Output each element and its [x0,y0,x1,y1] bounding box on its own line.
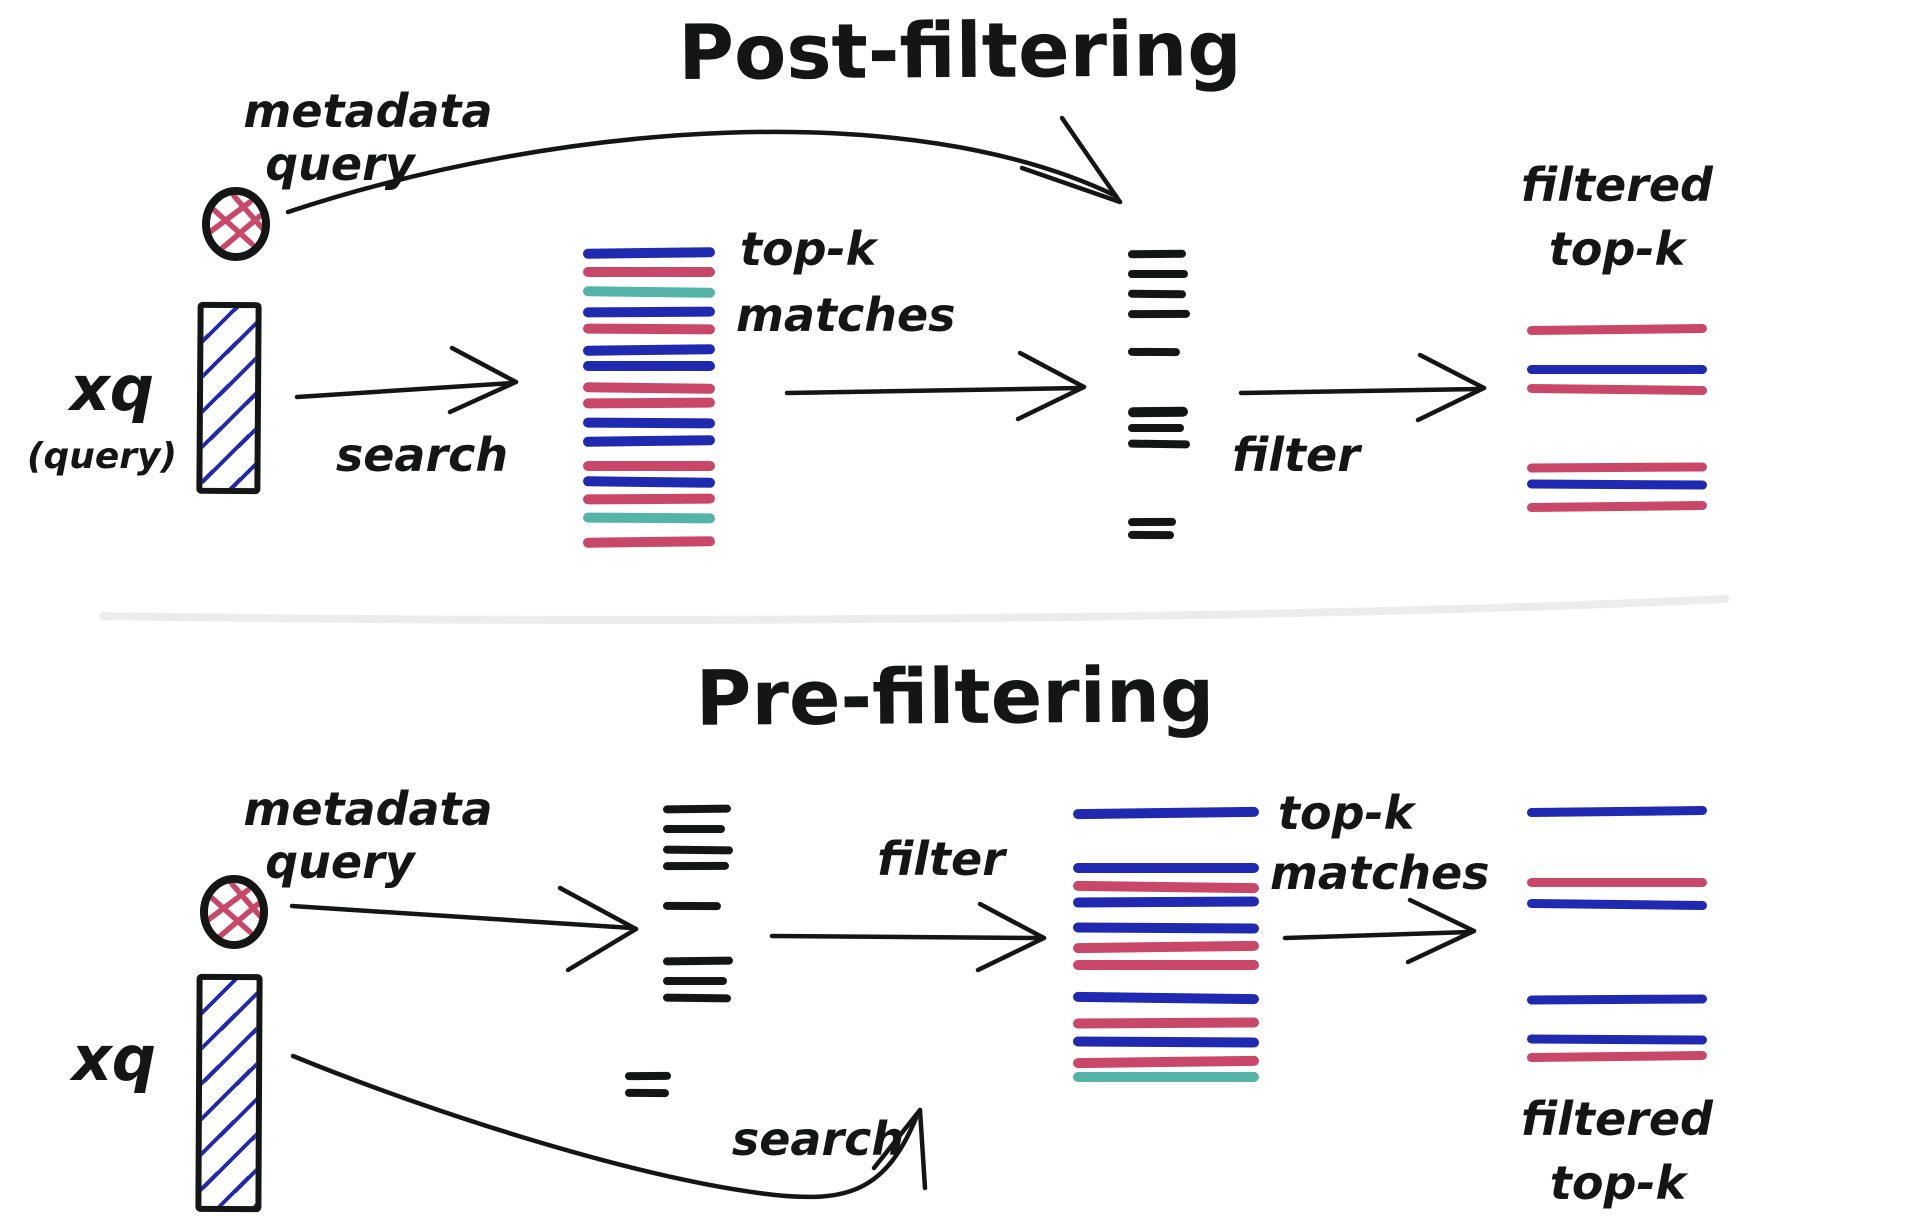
pre-topk-arrow [1282,897,1477,965]
post-topk-arrow [784,350,1087,422]
pre-topk-label-line2: matches [1270,846,1490,900]
post-filtered-label-line2: top-k [1548,222,1686,276]
pre-filtered-label-line2: top-k [1549,1156,1687,1210]
post-filter-arrow [1238,352,1487,423]
post-metadata-label-line1: metadata [243,84,493,138]
pre-filter-arrow [769,901,1047,973]
post-filter-label: filter [1232,428,1360,482]
pre-search-label: search [731,1112,905,1166]
post-metadata-arrow [285,115,1123,215]
pre-title: Pre-filtering [695,650,1215,743]
post-search-label: search [335,428,509,482]
post-query-vector [196,301,262,495]
pre-metadata-arrow [289,885,639,973]
pre-filter-label: filter [877,832,1005,886]
pre-metadata-label-line2: query [265,835,415,889]
pre-filtered-label-line1: filtered [1521,1092,1713,1146]
post-topk-label-line2: matches [736,288,956,342]
pre-metadata-query-icon [200,875,268,949]
post-filtered-label-line1: filtered [1521,158,1713,212]
post-topk-label-line1: top-k [740,222,877,276]
pre-xq-label: xq [71,1022,157,1095]
post-metadata-query-icon [202,187,270,261]
post-xq-label: xq [69,352,155,425]
pre-metadata-label-line1: metadata [243,782,493,836]
post-title: Post-filtering [678,4,1242,97]
post-search-arrow [294,345,519,415]
post-xq-sublabel: (query) [27,436,177,477]
pre-query-vector [195,973,263,1213]
pre-topk-label-line1: top-k [1278,786,1415,840]
post-metadata-label-line2: query [265,137,415,191]
pre-search-arrow [290,1053,928,1200]
section-divider [99,595,1729,624]
